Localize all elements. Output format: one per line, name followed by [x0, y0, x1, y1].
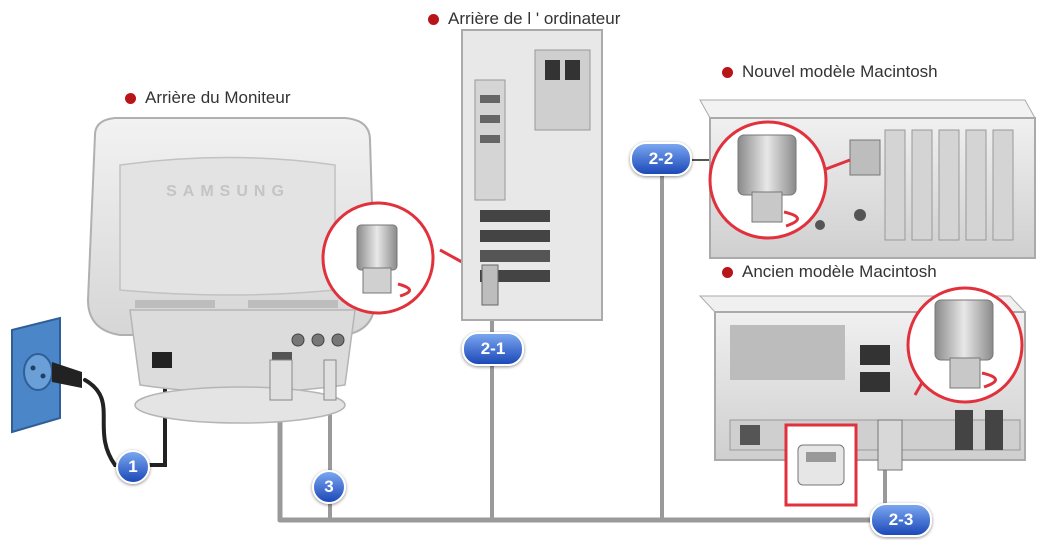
- pc-psu: [534, 49, 591, 131]
- vent-strip-left: [135, 300, 215, 308]
- monitor-brand: SAMSUNG: [166, 183, 290, 200]
- pc-slot-3: [480, 250, 550, 262]
- old-mac-callout: [906, 286, 1024, 404]
- monitor-back-dome: [119, 156, 336, 296]
- step-badge-new-mac: 2-2: [630, 142, 692, 176]
- label-monitor-back-text: Arrière du Moniteur: [145, 88, 291, 107]
- bullet-icon: [428, 13, 439, 25]
- step-badge-power: 1: [116, 450, 150, 484]
- old-mac-vga-plug: [877, 419, 903, 471]
- monitor-neck: [129, 309, 356, 394]
- audio-jack-1: [291, 333, 305, 347]
- adapter-box: [784, 423, 858, 507]
- vent-strip-right: [248, 300, 338, 308]
- pc-vga-plug: [481, 264, 499, 306]
- power-cable: [83, 358, 167, 467]
- audio-plug: [323, 359, 337, 401]
- old-mac-port-strip: [729, 419, 1021, 451]
- crt-monitor: SAMSUNG: [86, 117, 377, 424]
- wall-socket: [11, 316, 82, 434]
- label-old-mac: Ancien modèle Macintosh: [722, 262, 937, 282]
- bullet-icon: [722, 66, 733, 78]
- pc-tower: [461, 29, 603, 321]
- label-computer-back-text: Arrière de l ' ordinateur: [448, 9, 621, 28]
- pc-slot-1: [480, 210, 550, 222]
- new-mac-callout: [708, 120, 851, 240]
- audio-jack-3: [331, 333, 345, 347]
- monitor-callout: [321, 201, 463, 315]
- label-new-mac: Nouvel modèle Macintosh: [722, 62, 938, 82]
- label-computer-back: Arrière de l ' ordinateur: [428, 9, 620, 29]
- label-new-mac-text: Nouvel modèle Macintosh: [742, 62, 938, 81]
- pc-slot-2: [480, 230, 550, 242]
- bullet-icon: [722, 266, 733, 278]
- step-badge-pc: 2-1: [462, 332, 524, 366]
- label-old-mac-text: Ancien modèle Macintosh: [742, 262, 937, 281]
- power-port: [152, 352, 172, 368]
- audio-jack-2: [311, 333, 325, 347]
- label-monitor-back: Arrière du Moniteur: [125, 88, 291, 108]
- step-badge-audio: 3: [312, 470, 346, 504]
- monitor-stand: [134, 386, 346, 424]
- step-badge-old-mac: 2-3: [870, 503, 932, 537]
- bullet-icon: [125, 92, 136, 104]
- video-plug: [269, 359, 293, 401]
- old-mac: [698, 295, 1027, 471]
